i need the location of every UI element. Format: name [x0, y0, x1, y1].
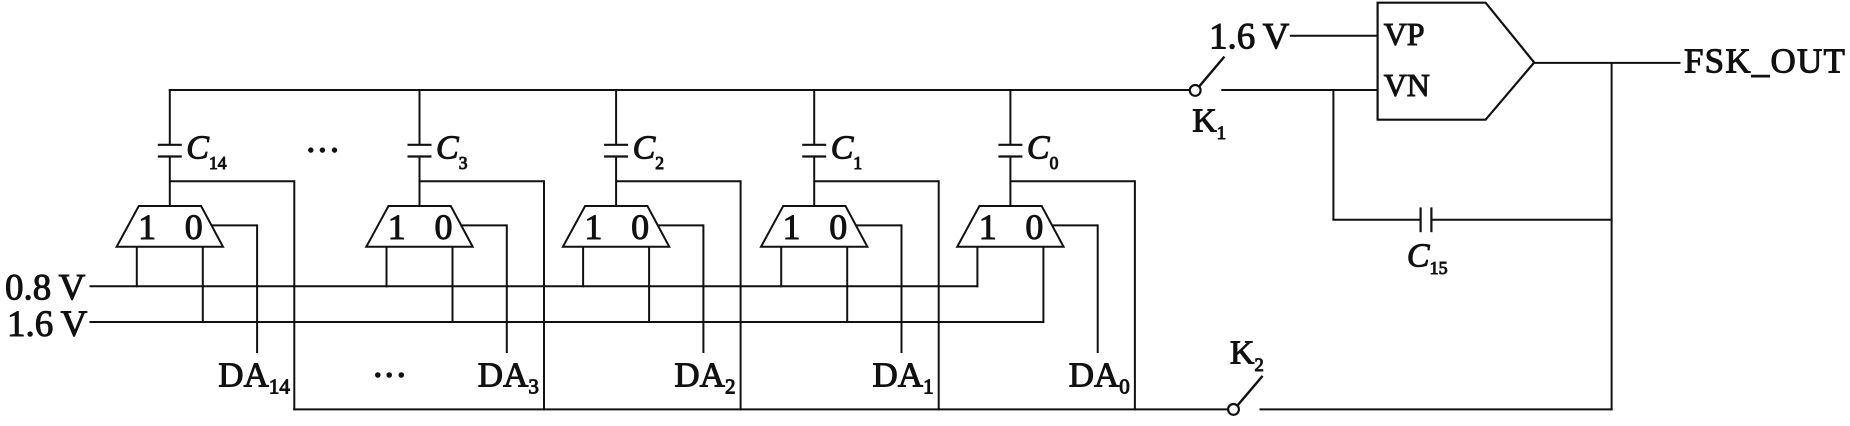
svg-text:VP: VP [1384, 16, 1425, 52]
svg-text:0: 0 [631, 207, 649, 247]
svg-text:1: 1 [388, 207, 406, 247]
svg-text:C14: C14 [186, 130, 226, 174]
svg-text:1: 1 [783, 207, 801, 247]
svg-text:C15: C15 [1407, 238, 1448, 279]
svg-text:1.6 V: 1.6 V [7, 304, 88, 345]
svg-text:1: 1 [979, 207, 997, 247]
svg-text:0.8 V: 0.8 V [5, 267, 86, 308]
svg-text:DA2: DA2 [674, 356, 735, 399]
svg-text:DA0: DA0 [1069, 356, 1130, 399]
svg-text:C2: C2 [633, 130, 664, 174]
svg-text:0: 0 [185, 207, 203, 247]
svg-text:C3: C3 [436, 130, 468, 174]
svg-text:0: 0 [1025, 207, 1043, 247]
svg-text:C0: C0 [1027, 130, 1059, 174]
svg-text:C1: C1 [831, 130, 862, 174]
svg-text:1: 1 [138, 207, 156, 247]
svg-text:1: 1 [584, 207, 602, 247]
svg-text:0: 0 [829, 207, 847, 247]
svg-text:0: 0 [435, 207, 453, 247]
svg-text:FSK_OUT: FSK_OUT [1684, 41, 1846, 80]
svg-text:1.6 V: 1.6 V [1209, 17, 1290, 58]
svg-text:VN: VN [1384, 67, 1430, 103]
